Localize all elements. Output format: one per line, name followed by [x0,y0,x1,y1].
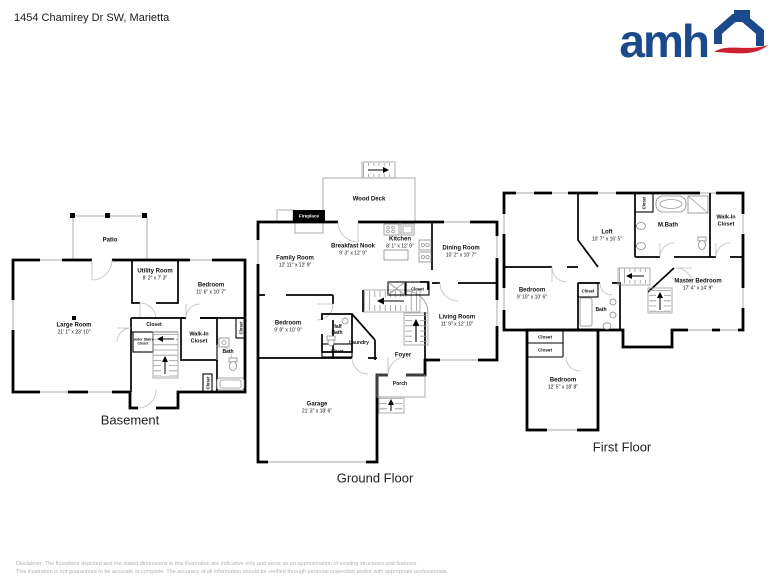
basement-closet-bottom-box [202,373,213,393]
first-mbath-fixtures [636,195,709,250]
label-foyer: Foyer [394,352,412,359]
first-interior-walls [504,192,743,372]
ground-halfbath-fixtures [326,317,349,347]
label-large-room: Large Room 21' 1" x 23' 10" [56,322,92,336]
ground-fireplace-box [293,210,325,222]
label-wood-deck: Wood Deck [352,196,386,203]
label-kitchen: Kitchen 8' 1" x 12' 9" [386,236,414,250]
label-family-room: Family Room 12' 11" x 12' 9" [276,255,314,269]
label-closet-hall-1: Closet [537,333,553,339]
label-loft: Loft 10' 7" x 16' 5" [591,229,623,243]
ground-closet-laundry-box [321,343,353,358]
label-closet-stairs: Closet [411,285,424,291]
disclaimer-line-1: Disclaimer: The floorplans depicted and … [16,560,418,567]
label-garage: Garage 21' 3" x 18' 6" [301,401,333,415]
label-basement-bedroom: Bedroom 11' 6" x 10' 7" [196,282,226,296]
ground-floor-title: Ground Floor [336,470,414,486]
label-basement-closet-bottom: Closet [204,376,210,390]
disclaimer-line-2: This illustration is not guaranteed to b… [16,568,449,575]
label-first-bath: Bath [595,307,607,313]
label-basement-walkin-closet: Walk-In Closet [189,331,209,344]
amh-logo: amh [619,8,770,67]
basement-support-post [72,316,76,320]
ground-floor-plan [256,161,499,464]
first-mbath-closet-box [634,192,654,213]
label-half-bath: Half Bath [331,324,343,336]
label-closet-bath: Closet [581,287,595,293]
ground-closet-stairs-box [405,281,430,296]
label-fireplace: Fireplace [298,213,320,219]
label-closet-hall-2: Closet [537,347,553,353]
label-basement-closet-right: Closet [237,321,243,335]
first-stairs [617,267,673,314]
first-windows [502,191,745,432]
label-porch: Porch [392,381,408,387]
basement-plan [11,213,247,410]
ground-laundry-walls [351,313,376,360]
label-basement-bath: Bath [222,349,234,355]
basement-closet-right-box [235,317,246,339]
amh-logo-text: amh [619,15,710,67]
label-living-room: Living Room 11' 9" x 12' 10" [438,314,476,328]
ground-windows [256,220,499,464]
label-closet-laundry: Closet [330,347,344,353]
label-dining-room: Dining Room 10' 2" x 10' 7" [442,245,480,259]
label-utility-room: Utility Room 8' 2" x 7' 3" [137,268,173,282]
label-breakfast-nook: Breakfast Nook 9' 3" x 12' 9" [330,243,376,257]
basement-windows [11,258,212,394]
label-basement-closet: Closet [146,322,162,328]
label-first-walkin-closet: Walk-In Closet [716,214,736,227]
label-first-bedroom-bottom: Bedroom 12' 5" x 18' 8" [547,377,579,391]
basement-bath-fixtures [216,337,245,391]
first-closet-bath-box [577,282,599,298]
label-ground-bedroom: Bedroom 9' 8" x 10' 9" [274,320,302,334]
first-exterior-walls [502,191,745,349]
label-patio: Patio [102,237,118,244]
first-floor-plan [502,191,745,432]
label-mbath: M.Bath [658,222,678,229]
label-under-stairs-closet: Under Stairs Closet [132,337,154,346]
ground-stairs [362,281,429,346]
property-address: 1454 Chamirey Dr SW, Marietta [14,12,170,24]
amh-house-icon [712,8,770,61]
ground-kitchen-fixtures [383,223,432,263]
label-closet-mbath: Closet [641,196,647,209]
label-first-bedroom-left: Bedroom 9' 10" x 10' 6" [516,287,548,301]
basement-title: Basement [100,412,160,428]
label-laundry: Laundry [349,340,369,346]
first-floor-title: First Floor [592,439,652,455]
label-master-bedroom: Master Bedroom 17' 4" x 14' 9" [674,278,722,292]
first-bath-fixtures [579,297,617,330]
disclaimer: Disclaimer: The floorplans depicted and … [16,560,448,577]
